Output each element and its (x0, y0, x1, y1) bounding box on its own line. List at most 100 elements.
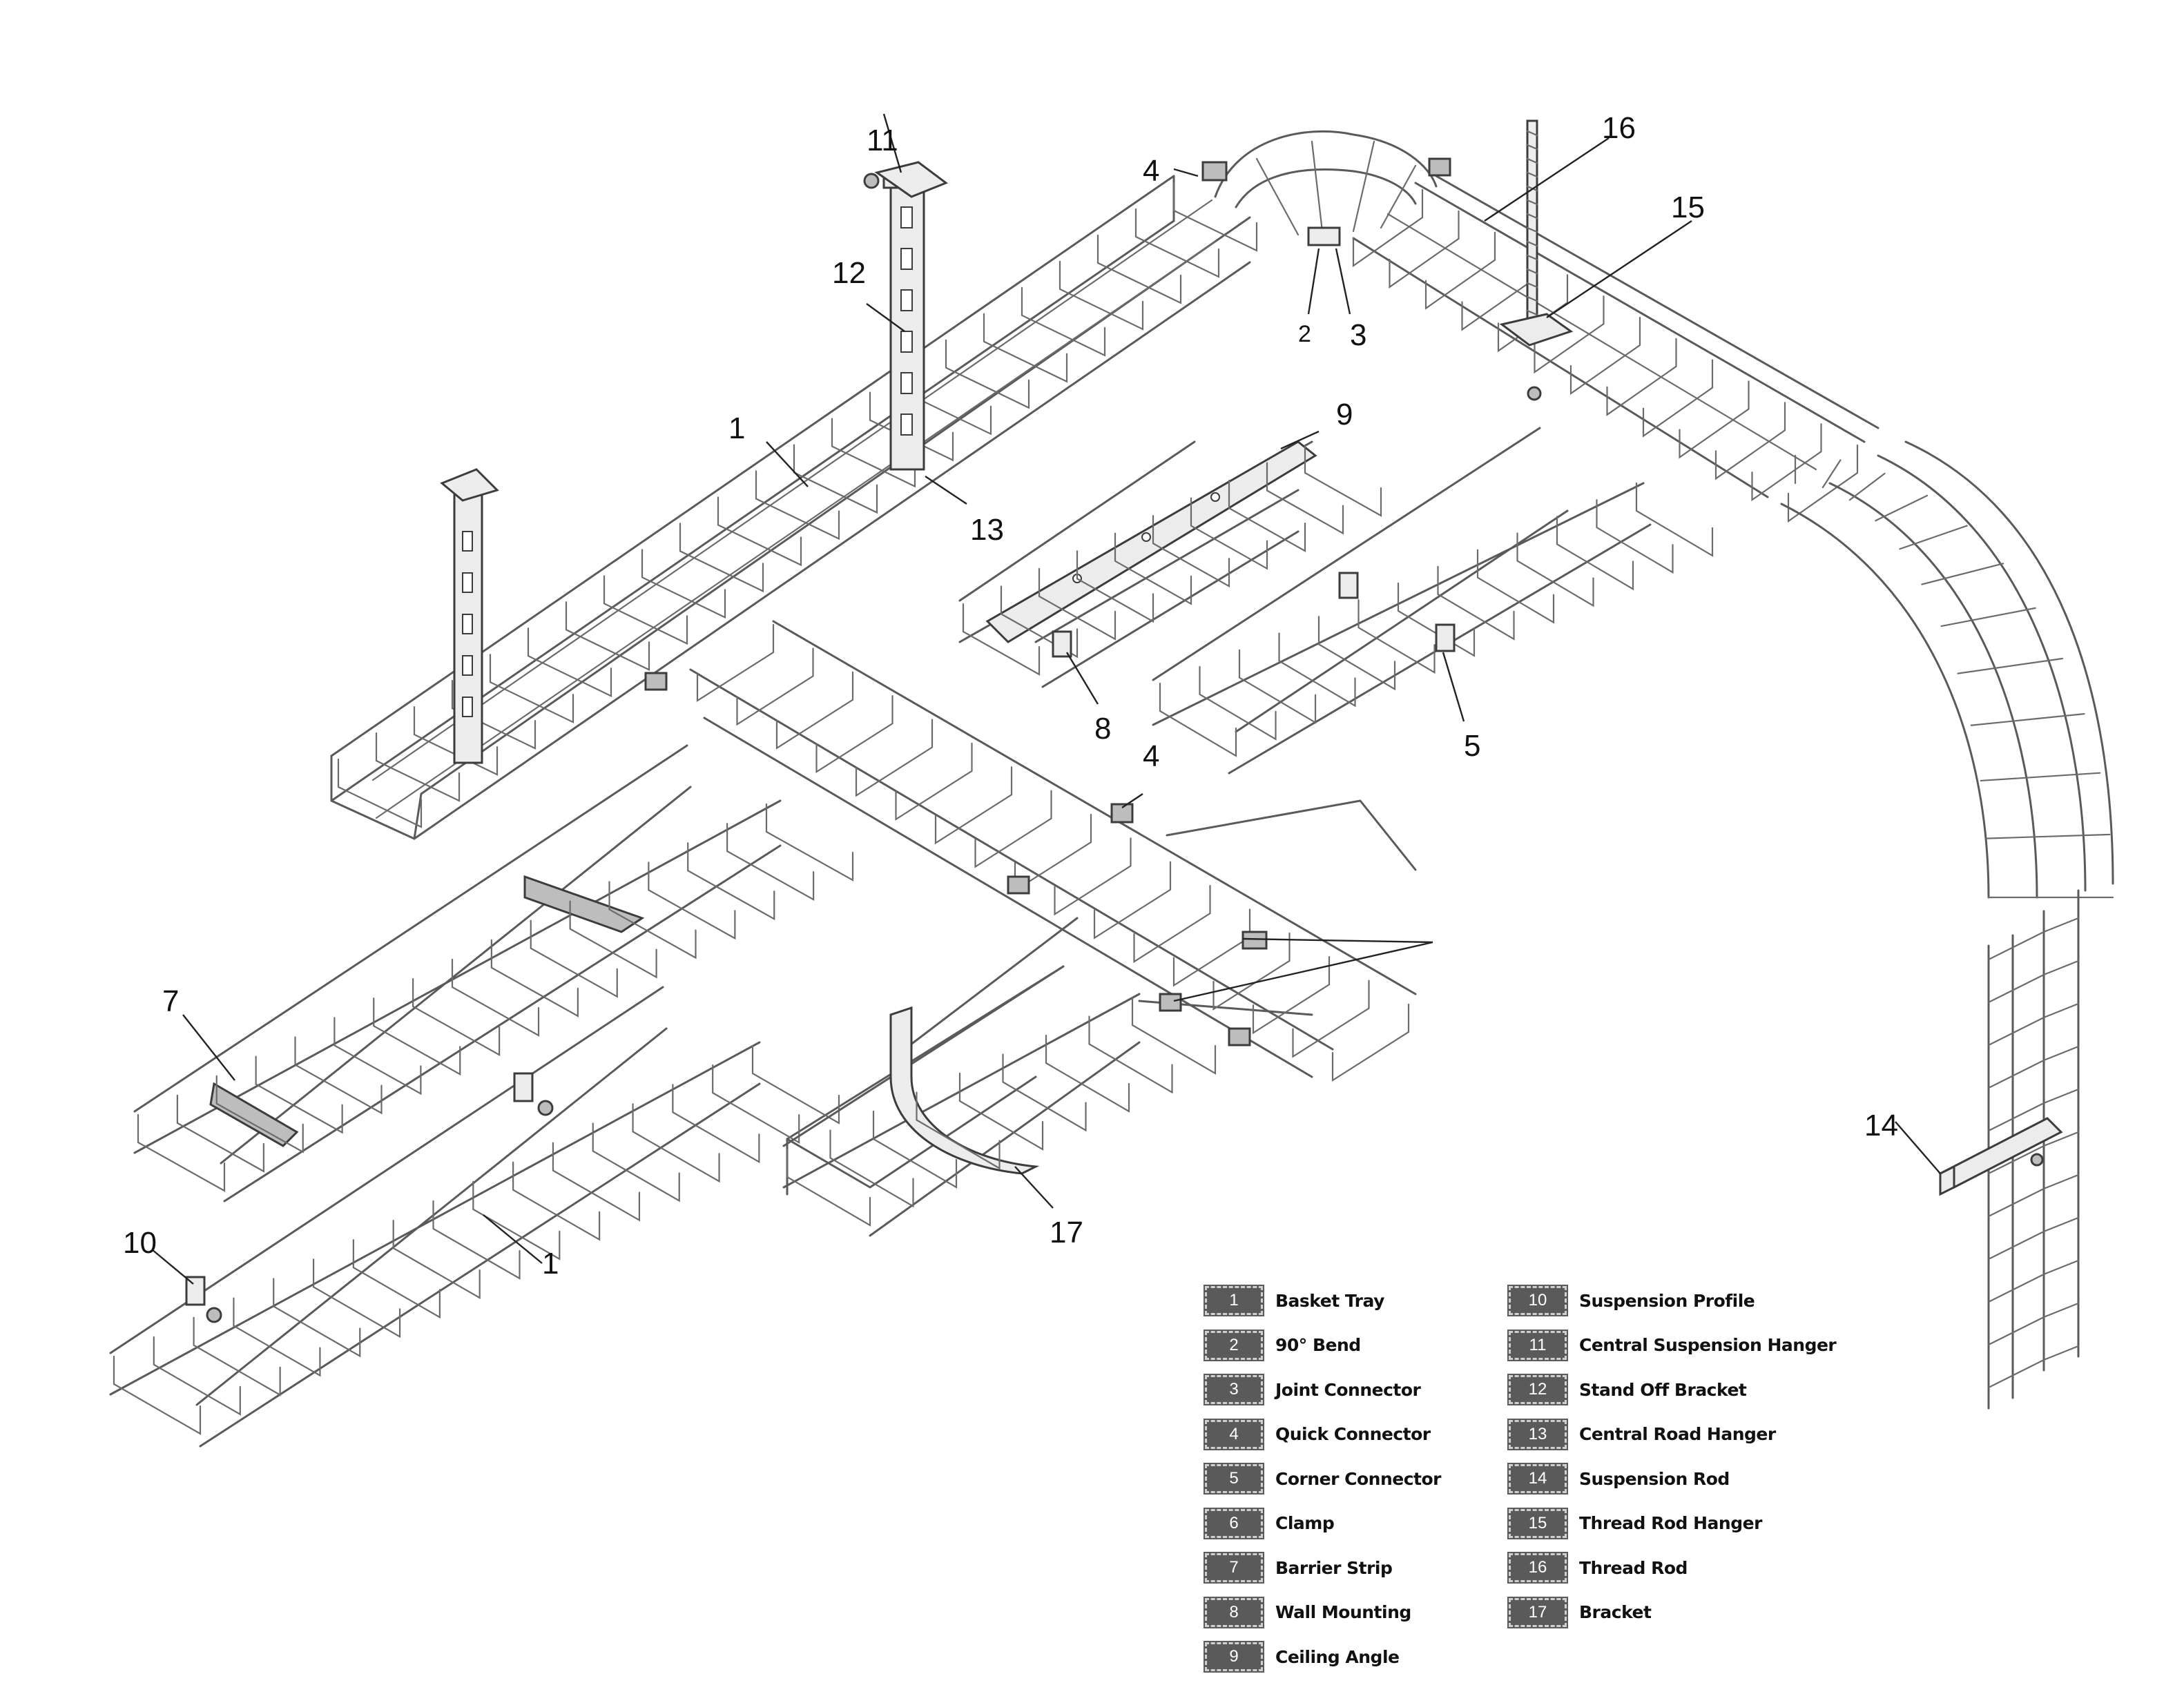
tray-rung (829, 1129, 914, 1208)
tray-rung (1787, 444, 1859, 523)
legend-number-badge: 5 (1204, 1463, 1264, 1495)
tray-rung (352, 1239, 441, 1319)
tray-rung (1534, 295, 1605, 374)
tray-rung (793, 444, 878, 514)
tray-rung (1114, 532, 1192, 605)
tray-rung (717, 496, 802, 567)
callout-8: 8 (1094, 712, 1111, 746)
tray-rung (1751, 423, 1822, 502)
legend-number-badge: 7 (1204, 1552, 1264, 1584)
tray-rung (273, 1278, 361, 1358)
callout-15: 15 (1671, 191, 1705, 224)
callout-1b: 1 (542, 1247, 559, 1281)
tray-rung (375, 732, 461, 802)
tray-rung (765, 803, 854, 882)
tray-rung (1317, 616, 1396, 691)
tray-rung (489, 654, 574, 723)
tray-rung (1596, 499, 1674, 574)
tray-rung (755, 470, 840, 541)
vertical-rung (1987, 1345, 2080, 1389)
tray-rung (1357, 599, 1436, 674)
tray-rung (451, 958, 540, 1037)
callout-3: 3 (1350, 318, 1366, 352)
tray-rung (113, 1355, 202, 1435)
tray-rung (962, 603, 1041, 676)
vertical-right-tray (1987, 889, 2080, 1410)
callout-7: 7 (162, 984, 179, 1018)
legend-number-badge: 13 (1507, 1418, 1568, 1450)
vertical-rung (1987, 1302, 2080, 1346)
tee-central-tray (689, 620, 1417, 1196)
tray-lower-left (109, 986, 840, 1448)
tray-rung (1212, 932, 1291, 1011)
arch-rung (1970, 713, 2085, 726)
tray-rung (312, 1258, 401, 1338)
legend-label: Suspension Profile (1579, 1290, 1755, 1311)
tray-rung (696, 623, 775, 703)
tray-barrier-strip (133, 744, 854, 1203)
callout-14: 14 (1864, 1109, 1898, 1142)
tray-rung (255, 1055, 343, 1134)
tray-rung (137, 1113, 226, 1192)
tray-rung (1679, 380, 1750, 459)
vertical-rung (1987, 1174, 2080, 1218)
tray-rung (1000, 585, 1079, 659)
tray-rung (945, 339, 1030, 409)
tray-rung (472, 1180, 561, 1260)
tray-rung (872, 1110, 958, 1189)
arch-rung (1899, 525, 1968, 550)
tray-rung (527, 627, 612, 697)
tray-rung (1172, 908, 1251, 987)
clamp-pieces (185, 572, 1359, 1323)
tray-rung (1556, 516, 1634, 591)
tray-rung (895, 742, 973, 821)
tray-rung (490, 939, 579, 1018)
tray-rung (672, 1084, 760, 1164)
tray-rung (334, 1017, 422, 1096)
callout-9: 9 (1336, 398, 1353, 431)
legend-number-badge: 14 (1507, 1463, 1568, 1495)
tray-rung (512, 1161, 601, 1241)
callout-4a: 4 (1143, 154, 1159, 188)
tray-rung (736, 648, 814, 726)
legend-number-badge: 4 (1204, 1418, 1264, 1450)
callout-4b: 4 (1143, 739, 1159, 773)
tray-rung (1093, 861, 1172, 940)
arch-rung (1821, 459, 1842, 489)
tray-rung (958, 1072, 1044, 1151)
tray-rung (193, 1316, 281, 1396)
tray-rung (1352, 188, 1424, 268)
arch-rung (1957, 657, 2064, 674)
legend-label: Clamp (1275, 1513, 1335, 1533)
tray-rung (432, 1200, 521, 1280)
tray-rung (751, 1044, 840, 1125)
legend-label: Barrier Strip (1275, 1557, 1393, 1578)
tray-rung (565, 601, 650, 672)
tray-rung (1088, 1015, 1173, 1094)
tray-rung (1389, 210, 1460, 289)
legend-label: Central Road Hanger (1579, 1424, 1776, 1444)
arch-rung (1848, 472, 1886, 501)
tray-rung (1054, 837, 1132, 916)
arch-rung (1940, 607, 2036, 627)
callout-11: 11 (867, 124, 898, 157)
tray-rung (373, 997, 461, 1076)
tray-rung (215, 1075, 304, 1153)
tray-rung (786, 1148, 871, 1227)
arch-rung (1980, 772, 2101, 782)
tray-rung (1278, 632, 1356, 708)
tray-rung (153, 1336, 241, 1416)
tray-rung (687, 842, 775, 921)
suspension-rod-14 (1938, 1117, 2063, 1196)
tray-rung (1292, 980, 1370, 1058)
tray-rung (1045, 1034, 1130, 1113)
tray-rung (1238, 649, 1317, 724)
